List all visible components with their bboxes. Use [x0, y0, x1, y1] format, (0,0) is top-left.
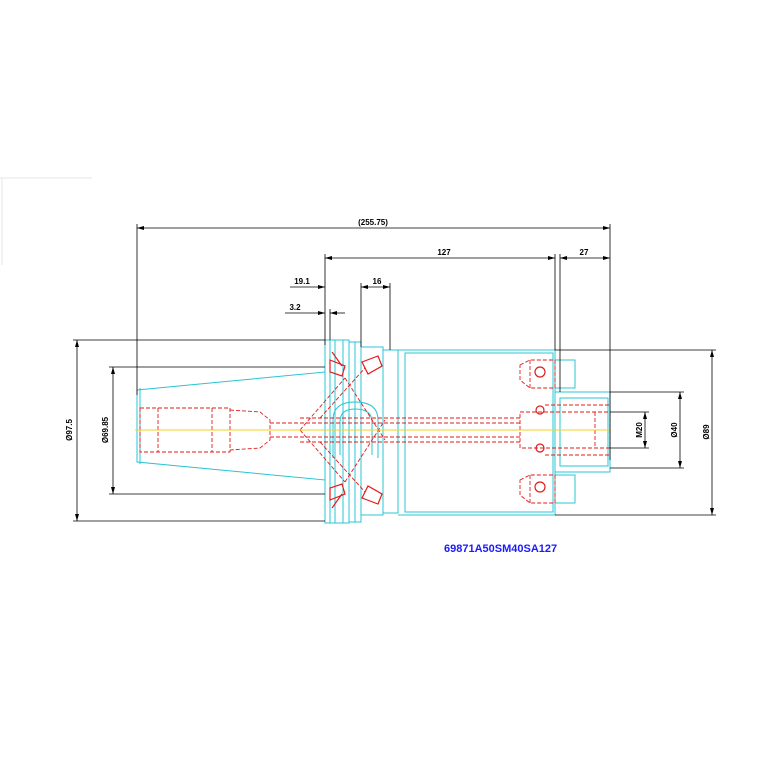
dim-diameter-body: Ø89	[702, 424, 711, 440]
dim-diameter-thread: M20	[635, 422, 644, 438]
dim-flange-width: 16	[373, 277, 382, 286]
part-outline	[136, 339, 611, 524]
frame-lines	[0, 177, 92, 265]
dim-groove-offset: 3.2	[289, 303, 301, 312]
dim-flange-offset: 19.1	[294, 277, 310, 286]
dim-overall-length: (255.75)	[358, 218, 388, 227]
dim-diameter-gauge: Ø97.5	[65, 419, 74, 441]
dimension-lines	[73, 224, 716, 522]
dimension-arrows	[75, 226, 714, 521]
dim-diameter-taper: Ø69.85	[101, 416, 110, 443]
dim-body-length: 127	[437, 248, 451, 257]
hidden-features	[139, 351, 611, 509]
dim-diameter-nose: Ø40	[670, 422, 679, 438]
dim-nose-length: 27	[580, 248, 589, 257]
part-number-label: 69871A50SM40SA127	[444, 543, 557, 555]
